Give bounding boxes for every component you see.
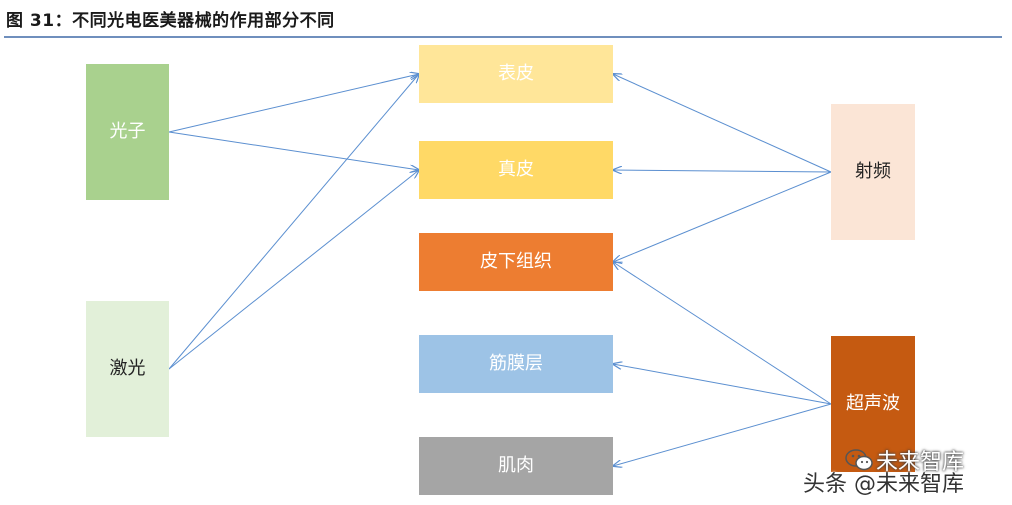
source-photon: 光子: [86, 64, 169, 200]
figure-title: 图 31：不同光电医美器械的作用部分不同: [6, 11, 335, 31]
layer-muscle: 肌肉: [419, 437, 613, 495]
layer-epidermis-label: 表皮: [498, 63, 534, 85]
arrow-rf-to-epidermis: [613, 74, 832, 173]
watermark-line2: 头条 @未来智库: [803, 472, 964, 497]
arrow-rf-to-subcutis: [613, 171, 832, 262]
layer-fascia-label: 筋膜层: [489, 353, 543, 375]
layer-fascia: 筋膜层: [419, 335, 613, 393]
source-rf-label: 射频: [855, 161, 891, 183]
source-rf: 射频: [831, 104, 915, 240]
arrow-ultrasound-to-subcutis: [613, 262, 832, 405]
arrow-photon-to-epidermis: [168, 74, 419, 133]
layer-dermis: 真皮: [419, 141, 613, 199]
watermark-line1: 未来智库: [876, 450, 965, 475]
layer-muscle-label: 肌肉: [498, 455, 534, 477]
arrow-ultrasound-to-fascia: [613, 364, 832, 405]
source-photon-label: 光子: [109, 121, 146, 143]
layer-epidermis: 表皮: [419, 45, 613, 103]
arrow-ultrasound-to-muscle: [613, 403, 832, 466]
layer-subcutis: 皮下组织: [419, 233, 613, 291]
title-rule: [4, 36, 1002, 38]
arrow-laser-to-epidermis: [168, 74, 419, 370]
layer-dermis-label: 真皮: [498, 159, 534, 181]
source-laser-label: 激光: [109, 358, 146, 380]
arrow-laser-to-dermis: [168, 170, 419, 370]
arrow-rf-to-dermis: [613, 170, 832, 172]
source-laser: 激光: [86, 301, 169, 437]
layer-subcutis-label: 皮下组织: [480, 251, 552, 273]
source-ultrasound-label: 超声波: [846, 393, 900, 415]
arrow-photon-to-dermis: [168, 131, 419, 170]
wechat-icon: [845, 449, 873, 471]
source-ultrasound: 超声波: [831, 336, 915, 472]
